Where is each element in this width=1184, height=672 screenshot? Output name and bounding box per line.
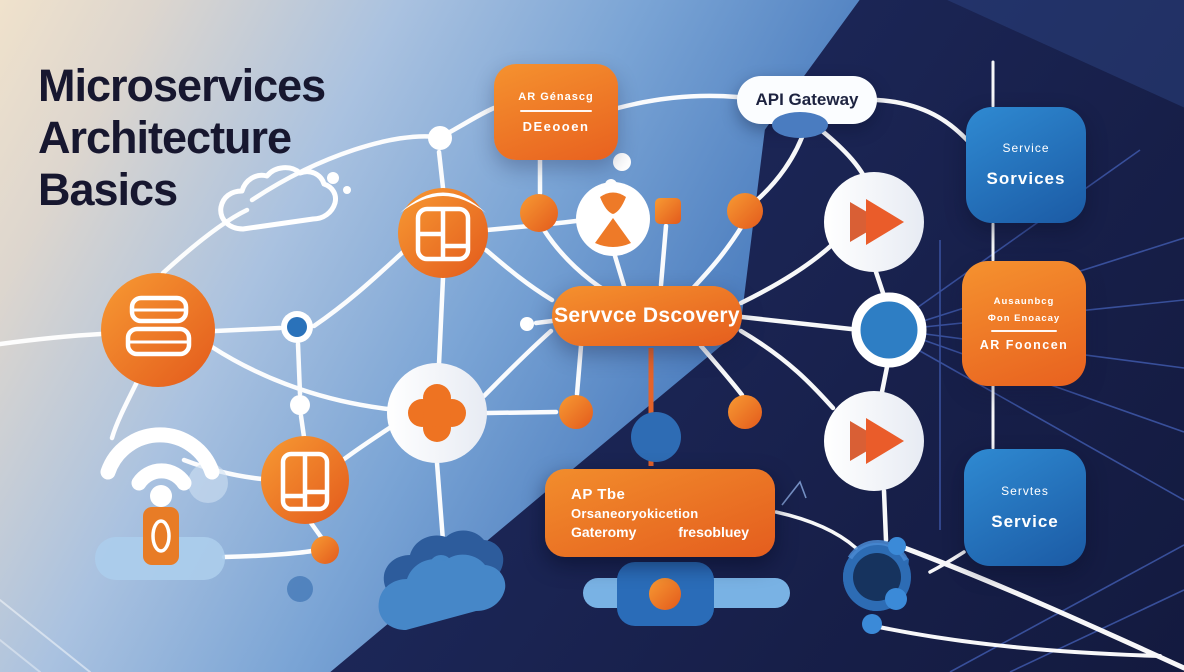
gear-icon: [843, 537, 911, 634]
service-box-top: Service Sorvices: [966, 107, 1086, 223]
api-features-line3: AR Fooncen: [979, 337, 1069, 352]
divider-line: [991, 329, 1057, 332]
title-line-2: Architecture: [38, 112, 292, 164]
page-title: Microservices Architecture Basics: [38, 60, 398, 217]
service-discovery-pill: Servvce Dscovery: [552, 286, 742, 346]
service-box-top-big: Sorvices: [986, 169, 1066, 188]
orchestration-box: AP Tbe Orsaneoryokicetion Gateromy freso…: [545, 469, 775, 557]
service-box-bottom: Servtes Service: [964, 449, 1086, 566]
hourglass-icon: [595, 192, 631, 247]
fast-forward-icon: [850, 418, 904, 464]
api-features-line2: Фon Enoacay: [987, 312, 1061, 324]
database-node: [101, 273, 215, 387]
service-box-top-small: Service: [1002, 141, 1050, 155]
plus-icon: [408, 384, 466, 442]
discovery-box-line2: DEeooen: [522, 118, 590, 134]
blue-node-dot: [631, 412, 681, 462]
window-icon: [280, 451, 330, 512]
hourglass-node: [576, 182, 650, 256]
title-line-1: Microservices: [38, 60, 326, 111]
module-grid-icon: [415, 206, 471, 262]
service-discovery-label: Servvce Dscovery: [554, 304, 740, 327]
orchestration-line1: AP Tbe: [571, 486, 626, 503]
connector-dots: [290, 126, 631, 415]
fast-forward-icon: [850, 199, 904, 245]
divider-line: [520, 109, 592, 112]
service-box-bottom-small: Servtes: [1001, 483, 1049, 498]
device-slot: [151, 519, 171, 553]
cloud-icon: [218, 165, 338, 232]
cloud-stack-icon: [287, 530, 506, 630]
api-features-box: Ausaunbcg Фon Enoacay AR Fooncen: [962, 261, 1086, 386]
plus-node: [387, 363, 487, 463]
white-cap: [400, 192, 486, 213]
database-icon: [125, 295, 192, 357]
device-node: [143, 507, 179, 565]
window-node: [261, 436, 349, 524]
fast-forward-node-top: [824, 172, 924, 272]
connector-lines: [0, 60, 1184, 672]
toggle-slider-icon: [583, 562, 790, 626]
orange-node-dots: [311, 193, 763, 564]
ring-node-icon: [851, 292, 927, 368]
orchestration-line3a: Gateromy: [571, 524, 637, 540]
wifi-icon: [100, 427, 220, 491]
orchestration-line2: Orsaneoryokicetion: [571, 506, 699, 521]
api-gateway-notch: [772, 112, 828, 138]
api-gateway-label: API Gateway: [755, 90, 859, 109]
wifi-node: [100, 427, 228, 507]
discovery-box: AR Génascg DEeooen: [494, 64, 618, 160]
api-gateway-pill: API Gateway: [737, 76, 877, 124]
discovery-box-line1: AR Génascg: [518, 90, 594, 103]
fast-forward-node-bottom: [824, 391, 924, 491]
ring-node-small: [281, 311, 313, 343]
orchestration-line3b: fresobluey: [678, 524, 749, 540]
api-features-line1: Ausaunbcg: [993, 295, 1055, 307]
title-line-3: Basics: [38, 164, 178, 216]
service-box-bottom-big: Service: [991, 511, 1059, 531]
module-grid-node: [398, 188, 488, 278]
